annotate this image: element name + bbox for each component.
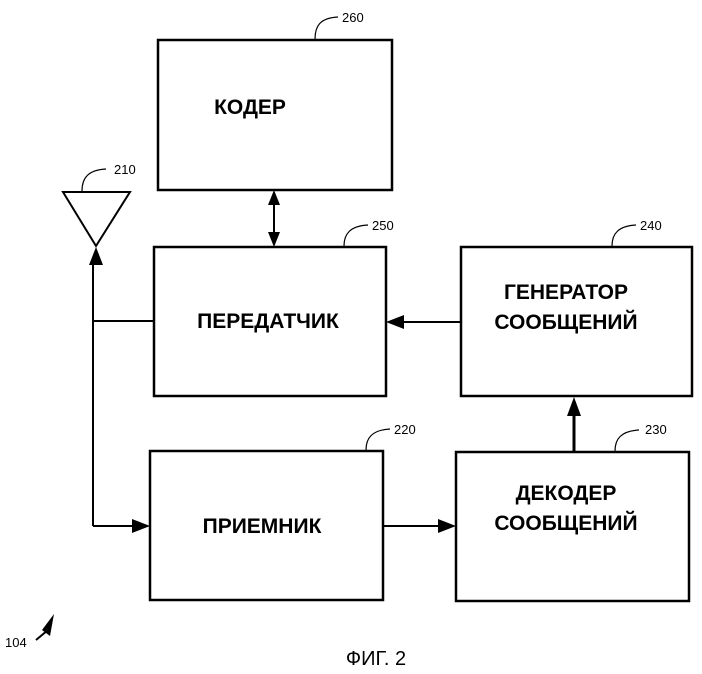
connector-generator-transmitter [386,315,461,329]
arrow-up-icon [567,397,581,416]
message-decoder-block: ДЕКОДЕР СООБЩЕНИЙ 230 [454,422,691,603]
arrow-up-icon [268,190,280,205]
arrow-right-icon [132,519,150,533]
message-decoder-ref-leader [614,429,640,452]
transmitter-box [152,245,388,398]
message-generator-label-line2: СООБЩЕНИЙ [494,310,637,334]
receiver-ref: 220 [394,422,416,437]
arrow-right-icon [438,519,456,533]
connector-antenna-bus [89,247,154,533]
message-decoder-label-line1: ДЕКОДЕР [516,482,617,505]
transmitter-ref-leader [343,224,369,247]
message-generator-ref: 240 [640,218,662,233]
message-generator-ref-leader [611,224,637,247]
arrow-up-icon [89,247,103,265]
transmitter-label: ПЕРЕДАТЧИК [197,310,339,333]
antenna-icon [61,191,132,248]
coder-ref-leader [314,16,339,40]
antenna-ref-leader [81,168,107,192]
coder-ref: 260 [342,10,364,25]
arrow-down-icon [268,232,280,247]
coder-label: КОДЕР [214,96,286,119]
figure-ref-number: 104 [5,635,27,650]
message-decoder-box [454,450,691,603]
receiver-block: ПРИЕМНИК 220 [148,422,416,602]
connector-decoder-generator [567,397,581,452]
transmitter-ref: 250 [372,218,394,233]
message-decoder-label-line2: СООБЩЕНИЙ [494,511,637,535]
message-generator-block: ГЕНЕРАТОР СООБЩЕНИЙ 240 [459,218,694,398]
message-decoder-ref: 230 [645,422,667,437]
figure-pointer-arrow-icon [42,614,54,636]
receiver-ref-leader [365,428,391,451]
antenna-ref: 210 [114,162,136,177]
receiver-label: ПРИЕМНИК [203,515,322,538]
message-generator-label-line1: ГЕНЕРАТОР [504,281,628,304]
arrow-left-icon [386,315,404,329]
figure-ref: 104 [5,614,54,650]
receiver-box [148,449,385,602]
figure-caption: ФИГ. 2 [346,648,406,670]
coder-block: КОДЕР 260 [156,10,394,192]
connector-receiver-decoder [383,519,456,533]
coder-box [156,38,394,192]
connector-coder-transmitter [268,190,280,247]
transmitter-block: ПЕРЕДАТЧИК 250 [152,218,394,398]
antenna: 210 [61,162,136,248]
message-generator-box [459,245,694,398]
